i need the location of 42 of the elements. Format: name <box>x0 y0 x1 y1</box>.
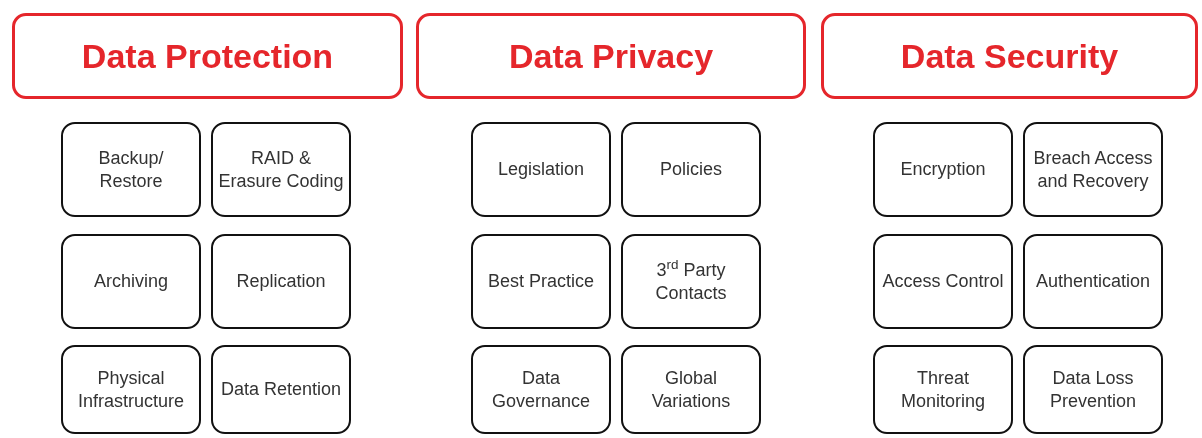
topic-label: Replication <box>236 270 326 293</box>
topic-label: Archiving <box>94 270 168 293</box>
topic-box <box>61 234 201 329</box>
topic-label: Authentication <box>1035 270 1151 293</box>
topic-box <box>61 122 201 217</box>
header-box <box>821 13 1198 99</box>
topic-box <box>1023 234 1163 329</box>
header-title: Data Security <box>900 35 1119 77</box>
header-box <box>12 13 403 99</box>
topic-box <box>873 345 1013 434</box>
topic-box <box>471 345 611 434</box>
topic-label: Threat Monitoring <box>899 367 986 412</box>
topic-label: Legislation <box>497 158 585 181</box>
topic-label: Data Retention <box>220 378 342 401</box>
topic-box <box>873 122 1013 217</box>
topic-box <box>211 345 351 434</box>
topic-label: Access Control <box>882 270 1004 293</box>
topic-label: Encryption <box>900 158 986 181</box>
topic-label: Policies <box>660 158 722 181</box>
topic-label: Physical Infrastructure <box>76 367 185 412</box>
topic-box <box>621 122 761 217</box>
topic-label: Breach Access and Recovery <box>1032 147 1154 192</box>
topic-label: RAID & Erasure Coding <box>217 147 345 192</box>
topic-box <box>61 345 201 434</box>
topic-label: Global Variations <box>650 367 732 412</box>
header-title: Data Privacy <box>508 35 714 77</box>
topic-label: Data Loss Prevention <box>1048 367 1138 412</box>
topic-box <box>1023 122 1163 217</box>
topic-box <box>621 234 761 329</box>
header-title: Data Protection <box>81 35 334 77</box>
topic-box <box>211 122 351 217</box>
topic-label: Data Governance <box>490 367 592 412</box>
topic-label: Backup/ Restore <box>97 147 165 192</box>
topic-box <box>621 345 761 434</box>
topic-label: Best Practice <box>487 270 594 293</box>
topic-label: 3$^{rd}$ Party Contacts <box>654 259 728 304</box>
topic-box <box>471 122 611 217</box>
header-box <box>416 13 806 99</box>
topic-box <box>1023 345 1163 434</box>
topic-box <box>873 234 1013 329</box>
topic-box <box>211 234 351 329</box>
topic-box <box>471 234 611 329</box>
